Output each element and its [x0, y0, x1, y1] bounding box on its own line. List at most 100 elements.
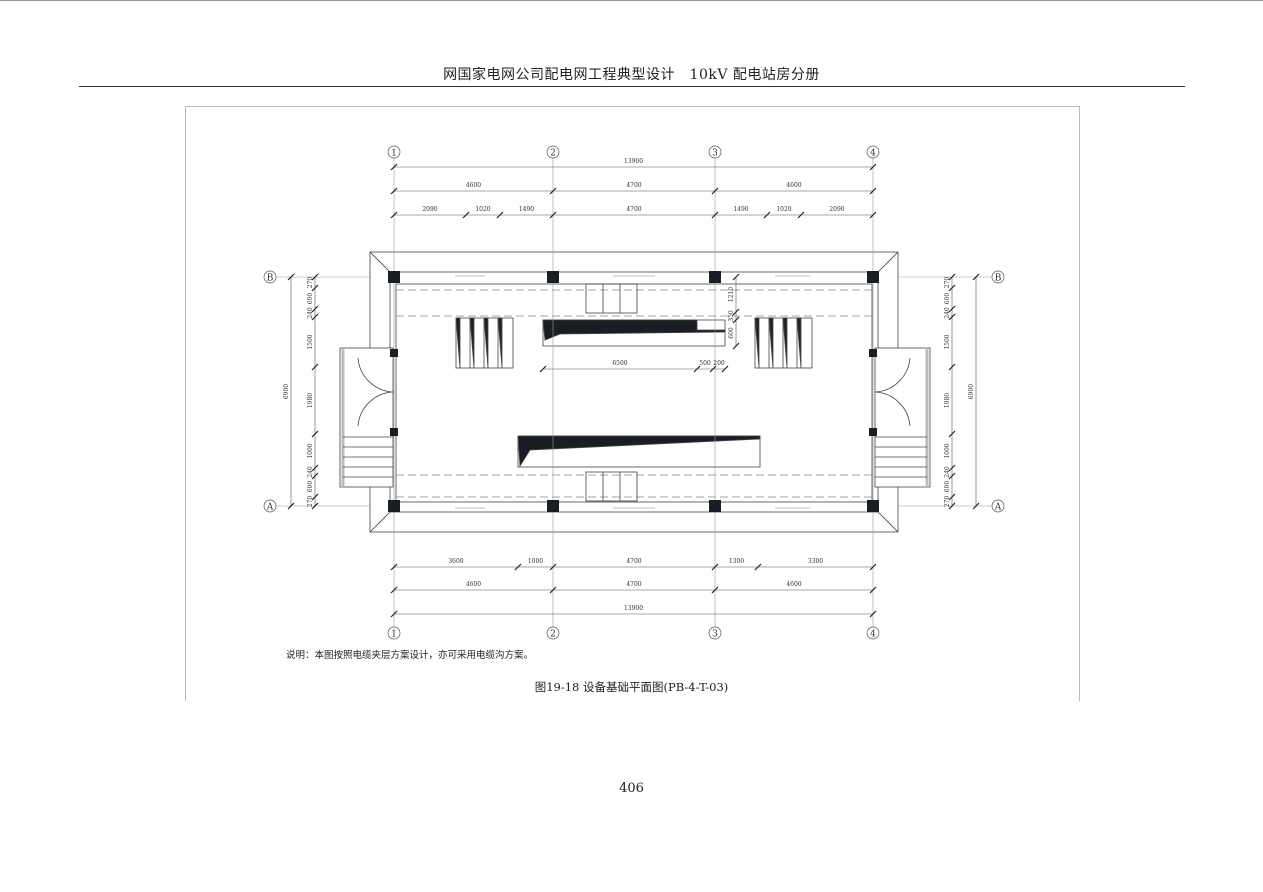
dimension-tick: [948, 464, 956, 472]
dimension-tick: [311, 464, 319, 472]
dimension-tick: [972, 273, 980, 281]
structural-column: [388, 500, 400, 512]
dimension-tick: [549, 211, 557, 219]
dimension-tick: [549, 586, 557, 594]
dimension-tick: [948, 363, 956, 371]
right-segment-dimension-label: 1980: [944, 393, 951, 408]
top-segment-dimension-label: 2090: [829, 206, 844, 213]
axis-bubble: [991, 499, 1005, 513]
inner-vertical-dimension-label: 600: [728, 327, 735, 339]
axis-bubble: [866, 145, 880, 159]
dimension-tick: [311, 502, 319, 510]
axis-label: 1: [391, 630, 397, 640]
equipment-foundation-top: [542, 319, 726, 347]
structural-column: [867, 271, 879, 283]
left-segment-dimension-label: 1000: [307, 443, 314, 458]
dimension-tick: [948, 284, 956, 292]
dimension-tick: [390, 563, 398, 571]
dimension-tick: [711, 563, 719, 571]
right-total-dimension-label: 6900: [968, 384, 975, 399]
structural-column: [867, 500, 879, 512]
dimension-tick: [711, 211, 719, 219]
axis-bubble: [546, 145, 560, 159]
cabinet-group-left: [455, 317, 514, 369]
dimension-tick: [869, 586, 877, 594]
axis-label: 3: [712, 630, 718, 640]
dimension-tick: [732, 308, 740, 316]
dimension-tick: [311, 472, 319, 480]
page-top-border: [0, 0, 1263, 1]
dimension-tick: [311, 363, 319, 371]
dimension-tick: [549, 563, 557, 571]
dimension-tick: [496, 211, 504, 219]
dimension-tick: [311, 430, 319, 438]
inner-vertical-dimension-label: 350: [728, 310, 735, 322]
page-number: 406: [619, 781, 644, 796]
dimension-tick: [763, 211, 771, 219]
dimension-tick: [311, 313, 319, 321]
building-outline: [369, 251, 899, 533]
drawing-note: 说明：本图按照电缆夹层方案设计，亦可采用电缆沟方案。: [286, 650, 534, 661]
left-segment-dimension-label: 240: [307, 466, 314, 478]
trench-cover-top: [585, 283, 638, 314]
structural-column: [390, 428, 398, 436]
dimension-tick: [754, 563, 762, 571]
axis-bubble: [546, 626, 560, 640]
dimension-tick: [797, 211, 805, 219]
dimension-tick: [732, 342, 740, 350]
dimension-tick: [711, 187, 719, 195]
dimension-tick: [390, 586, 398, 594]
wall-inner-line: [395, 283, 873, 503]
bottom-segment-dimension-label: 1300: [729, 558, 744, 565]
axis-label: B: [995, 274, 1002, 284]
right-segment-dimension-label: 240: [944, 307, 951, 319]
wall-inner-line: [389, 271, 879, 513]
dimension-tick: [721, 365, 729, 373]
left-segment-dimension-label: 270: [307, 277, 314, 289]
dimension-tick: [311, 305, 319, 313]
structural-column: [388, 271, 400, 283]
door-right: [874, 347, 931, 488]
left-total-dimension-label: 6900: [283, 384, 290, 399]
axis-label: 2: [550, 630, 556, 640]
inner-vertical-dimension-label: 1210: [728, 287, 735, 302]
top-segment-dimension-label: 4700: [626, 206, 641, 213]
dimension-tick: [311, 273, 319, 281]
axis-bubble: [387, 145, 401, 159]
axis-bubble: [387, 626, 401, 640]
dimension-tick: [390, 163, 398, 171]
dimension-tick: [732, 273, 740, 281]
axis-bubble: [708, 145, 722, 159]
left-segment-dimension-label: 270: [307, 496, 314, 508]
dimension-tick: [549, 187, 557, 195]
dimension-tick: [972, 502, 980, 510]
bottom-total-dimension-label: 13900: [624, 605, 643, 612]
inner-dimension-label: 6500: [612, 360, 627, 367]
structural-column: [547, 271, 559, 283]
dimension-tick: [869, 610, 877, 618]
dimension-tick: [869, 163, 877, 171]
dimension-tick: [287, 273, 295, 281]
dimension-tick: [948, 493, 956, 501]
dimension-tick: [948, 430, 956, 438]
door-left: [339, 347, 394, 488]
page-header-title: 网国家电网公司配电网工程典型设计 10kV 配电站房分册: [443, 67, 820, 83]
bottom-bay-dimension-label: 4600: [786, 581, 801, 588]
top-bay-dimension-label: 4600: [466, 182, 481, 189]
bottom-bay-dimension-label: 4700: [626, 581, 641, 588]
trench-cover-bottom: [585, 471, 638, 502]
axis-bubble: [991, 270, 1005, 284]
dimension-tick: [693, 365, 701, 373]
axis-label: 3: [712, 149, 718, 159]
dimension-tick: [390, 610, 398, 618]
right-segment-dimension-label: 600: [944, 481, 951, 493]
axis-bubble: [263, 270, 277, 284]
dimension-tick: [390, 187, 398, 195]
axis-bubble: [708, 626, 722, 640]
dimension-tick: [514, 563, 522, 571]
top-segment-dimension-label: 1490: [519, 206, 534, 213]
dimension-tick: [539, 365, 547, 373]
dimension-tick: [869, 563, 877, 571]
dimension-tick: [311, 284, 319, 292]
